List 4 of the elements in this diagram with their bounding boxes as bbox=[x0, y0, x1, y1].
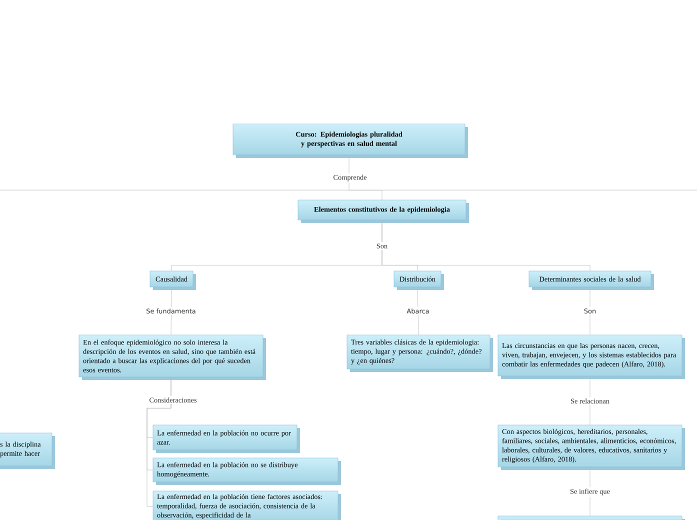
empty-box bbox=[498, 516, 685, 520]
connector-line bbox=[348, 155, 382, 200]
connector-line bbox=[146, 377, 172, 507]
connector-line bbox=[382, 220, 590, 271]
